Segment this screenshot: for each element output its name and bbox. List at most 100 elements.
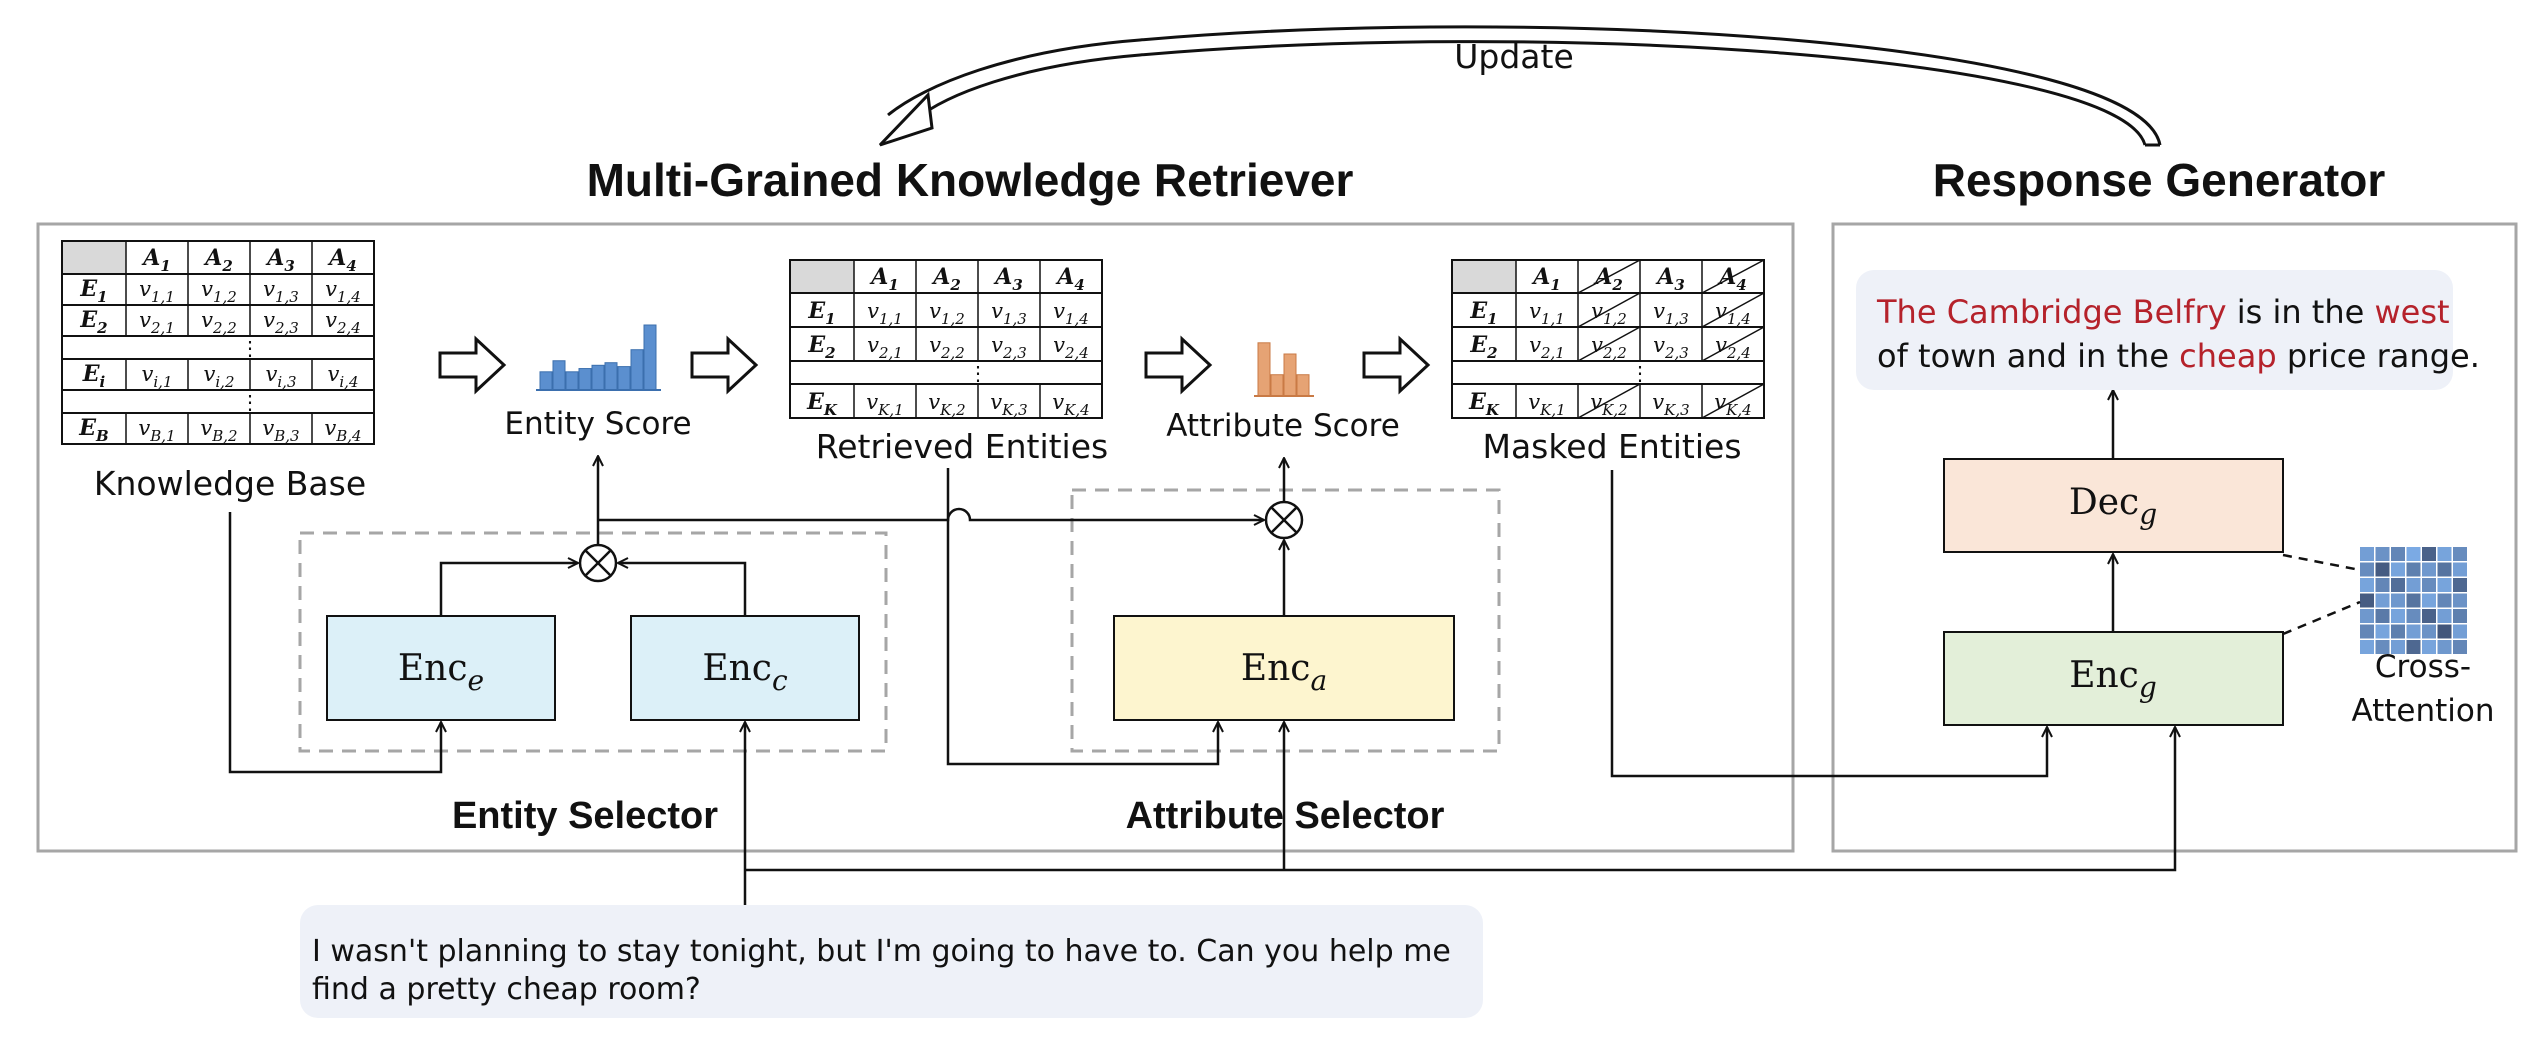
table-value-cell: v2,3 (263, 308, 299, 337)
table-value-cell: v1,4 (1715, 299, 1751, 328)
heatmap-cell (2453, 640, 2467, 654)
entity-score-bar (539, 371, 553, 391)
table-entity-cell: E1 (1469, 298, 1497, 328)
table-value-cell: vK,3 (990, 390, 1027, 419)
hollow-right-arrow-icon (438, 335, 507, 395)
query-line-2: find a pretty cheap room? (312, 972, 701, 1007)
table-header-cell: A3 (1655, 264, 1685, 294)
cross-attention-heatmap (2360, 547, 2467, 654)
retrieved-entities-label: Retrieved Entities (816, 427, 1108, 466)
cross-attention-label-1: Cross- (2375, 649, 2471, 685)
table-value-cell: v2,1 (139, 308, 175, 337)
heatmap-cell (2422, 578, 2436, 592)
cross-attention-label-2: Attention (2351, 693, 2494, 729)
heatmap-cell (2453, 624, 2467, 639)
table-value-cell: vK,2 (1590, 390, 1627, 419)
attribute-score-bar (1270, 374, 1284, 397)
heatmap-cell (2391, 640, 2405, 654)
table-entity-cell: EK (1468, 389, 1500, 419)
table-value-cell: v2,4 (1053, 333, 1089, 362)
table-entity-cell: E1 (807, 298, 835, 328)
update-arrow (878, 25, 2162, 147)
enc-a-box (1113, 615, 1455, 721)
heatmap-cell (2391, 593, 2405, 608)
heatmap-cell (2422, 609, 2436, 623)
table-header-cell: A1 (141, 245, 171, 275)
table-header-cell: A2 (931, 264, 961, 294)
table-value-cell: vK,3 (1652, 390, 1689, 419)
table-value-cell: vB,2 (200, 416, 237, 445)
table-entity-cell: E2 (79, 307, 107, 337)
entity-score-bar (617, 366, 631, 391)
attribute-score-bar (1257, 342, 1271, 397)
heatmap-cell (2422, 547, 2436, 561)
query-bubble (300, 905, 1483, 1018)
entity-selector-box (298, 531, 888, 753)
table-header-cell: A4 (1055, 264, 1085, 294)
heatmap-cell (2437, 609, 2452, 623)
table-value-cell: vi,1 (142, 362, 173, 391)
table-value-cell: v1,2 (929, 299, 965, 328)
heatmap-cell (2391, 578, 2405, 592)
attribute-selector-label: Attribute Selector (1126, 795, 1445, 837)
heatmap-cell (2437, 547, 2452, 561)
table-header-cell: A2 (203, 245, 233, 275)
heatmap-cell (2391, 609, 2405, 623)
enc-c-box (630, 615, 860, 721)
dec-g-label: Decg (2069, 482, 2157, 531)
table-ellipsis: ⋮ (240, 336, 260, 360)
heatmap-cell (2437, 578, 2452, 592)
heatmap-cell (2375, 578, 2390, 592)
entity-score-bar (643, 324, 657, 391)
table-header-cell: A3 (993, 264, 1023, 294)
table-value-cell: vi,4 (328, 362, 359, 391)
table-value-cell: v2,4 (325, 308, 361, 337)
retriever-title: Multi-Grained Knowledge Retriever (587, 154, 1354, 206)
mask-slash (1577, 259, 1641, 294)
table-value-cell: vB,3 (262, 416, 299, 445)
table-value-cell: v1,3 (1653, 299, 1689, 328)
entity-score-label: Entity Score (504, 406, 691, 442)
heatmap-cell (2391, 547, 2405, 561)
mask-slash (1577, 326, 1641, 362)
table-value-cell: v1,1 (1529, 299, 1565, 328)
mask-slash (1701, 383, 1765, 419)
table-value-cell: v2,3 (991, 333, 1027, 362)
table-value-cell: vK,1 (866, 390, 903, 419)
heatmap-cell (2406, 578, 2421, 592)
heatmap-cell (2422, 562, 2436, 577)
table-value-cell: v2,2 (201, 308, 237, 337)
table-header-cell: A1 (1531, 264, 1561, 294)
table-value-cell: v1,4 (325, 277, 361, 306)
table-value-cell: v2,1 (867, 333, 903, 362)
hollow-right-arrow-icon (690, 335, 759, 395)
heatmap-cell (2360, 547, 2374, 561)
heatmap-cell (2391, 624, 2405, 639)
table-header-cell: A1 (869, 264, 899, 294)
entity-score-bar (578, 368, 592, 391)
table-header-cell: A4 (1717, 264, 1747, 294)
table-value-cell: v2,1 (1529, 333, 1565, 362)
enc-g-label: Encg (2069, 655, 2157, 704)
table-value-cell: v1,1 (139, 277, 175, 306)
attribute-selector-box (1070, 488, 1501, 753)
table-value-cell: vB,4 (324, 416, 361, 445)
table-value-cell: vi,2 (204, 362, 235, 391)
mask-slash (1701, 259, 1765, 294)
heatmap-cell (2360, 562, 2374, 577)
connections (228, 390, 2175, 905)
mask-slash (1577, 292, 1641, 328)
table-value-cell: v2,2 (929, 333, 965, 362)
table-header-cell: A2 (1593, 264, 1623, 294)
entity-score-bar (552, 360, 566, 391)
cross-attention-links (2282, 553, 2361, 636)
table-ellipsis: ⋮ (240, 390, 260, 414)
table-header-cell: A4 (327, 245, 357, 275)
response-line-2: of town and in the cheap price range. (1877, 337, 2480, 375)
heatmap-cell (2360, 609, 2374, 623)
table-header-cell: A3 (265, 245, 295, 275)
table-value-cell: vK,1 (1528, 390, 1565, 419)
